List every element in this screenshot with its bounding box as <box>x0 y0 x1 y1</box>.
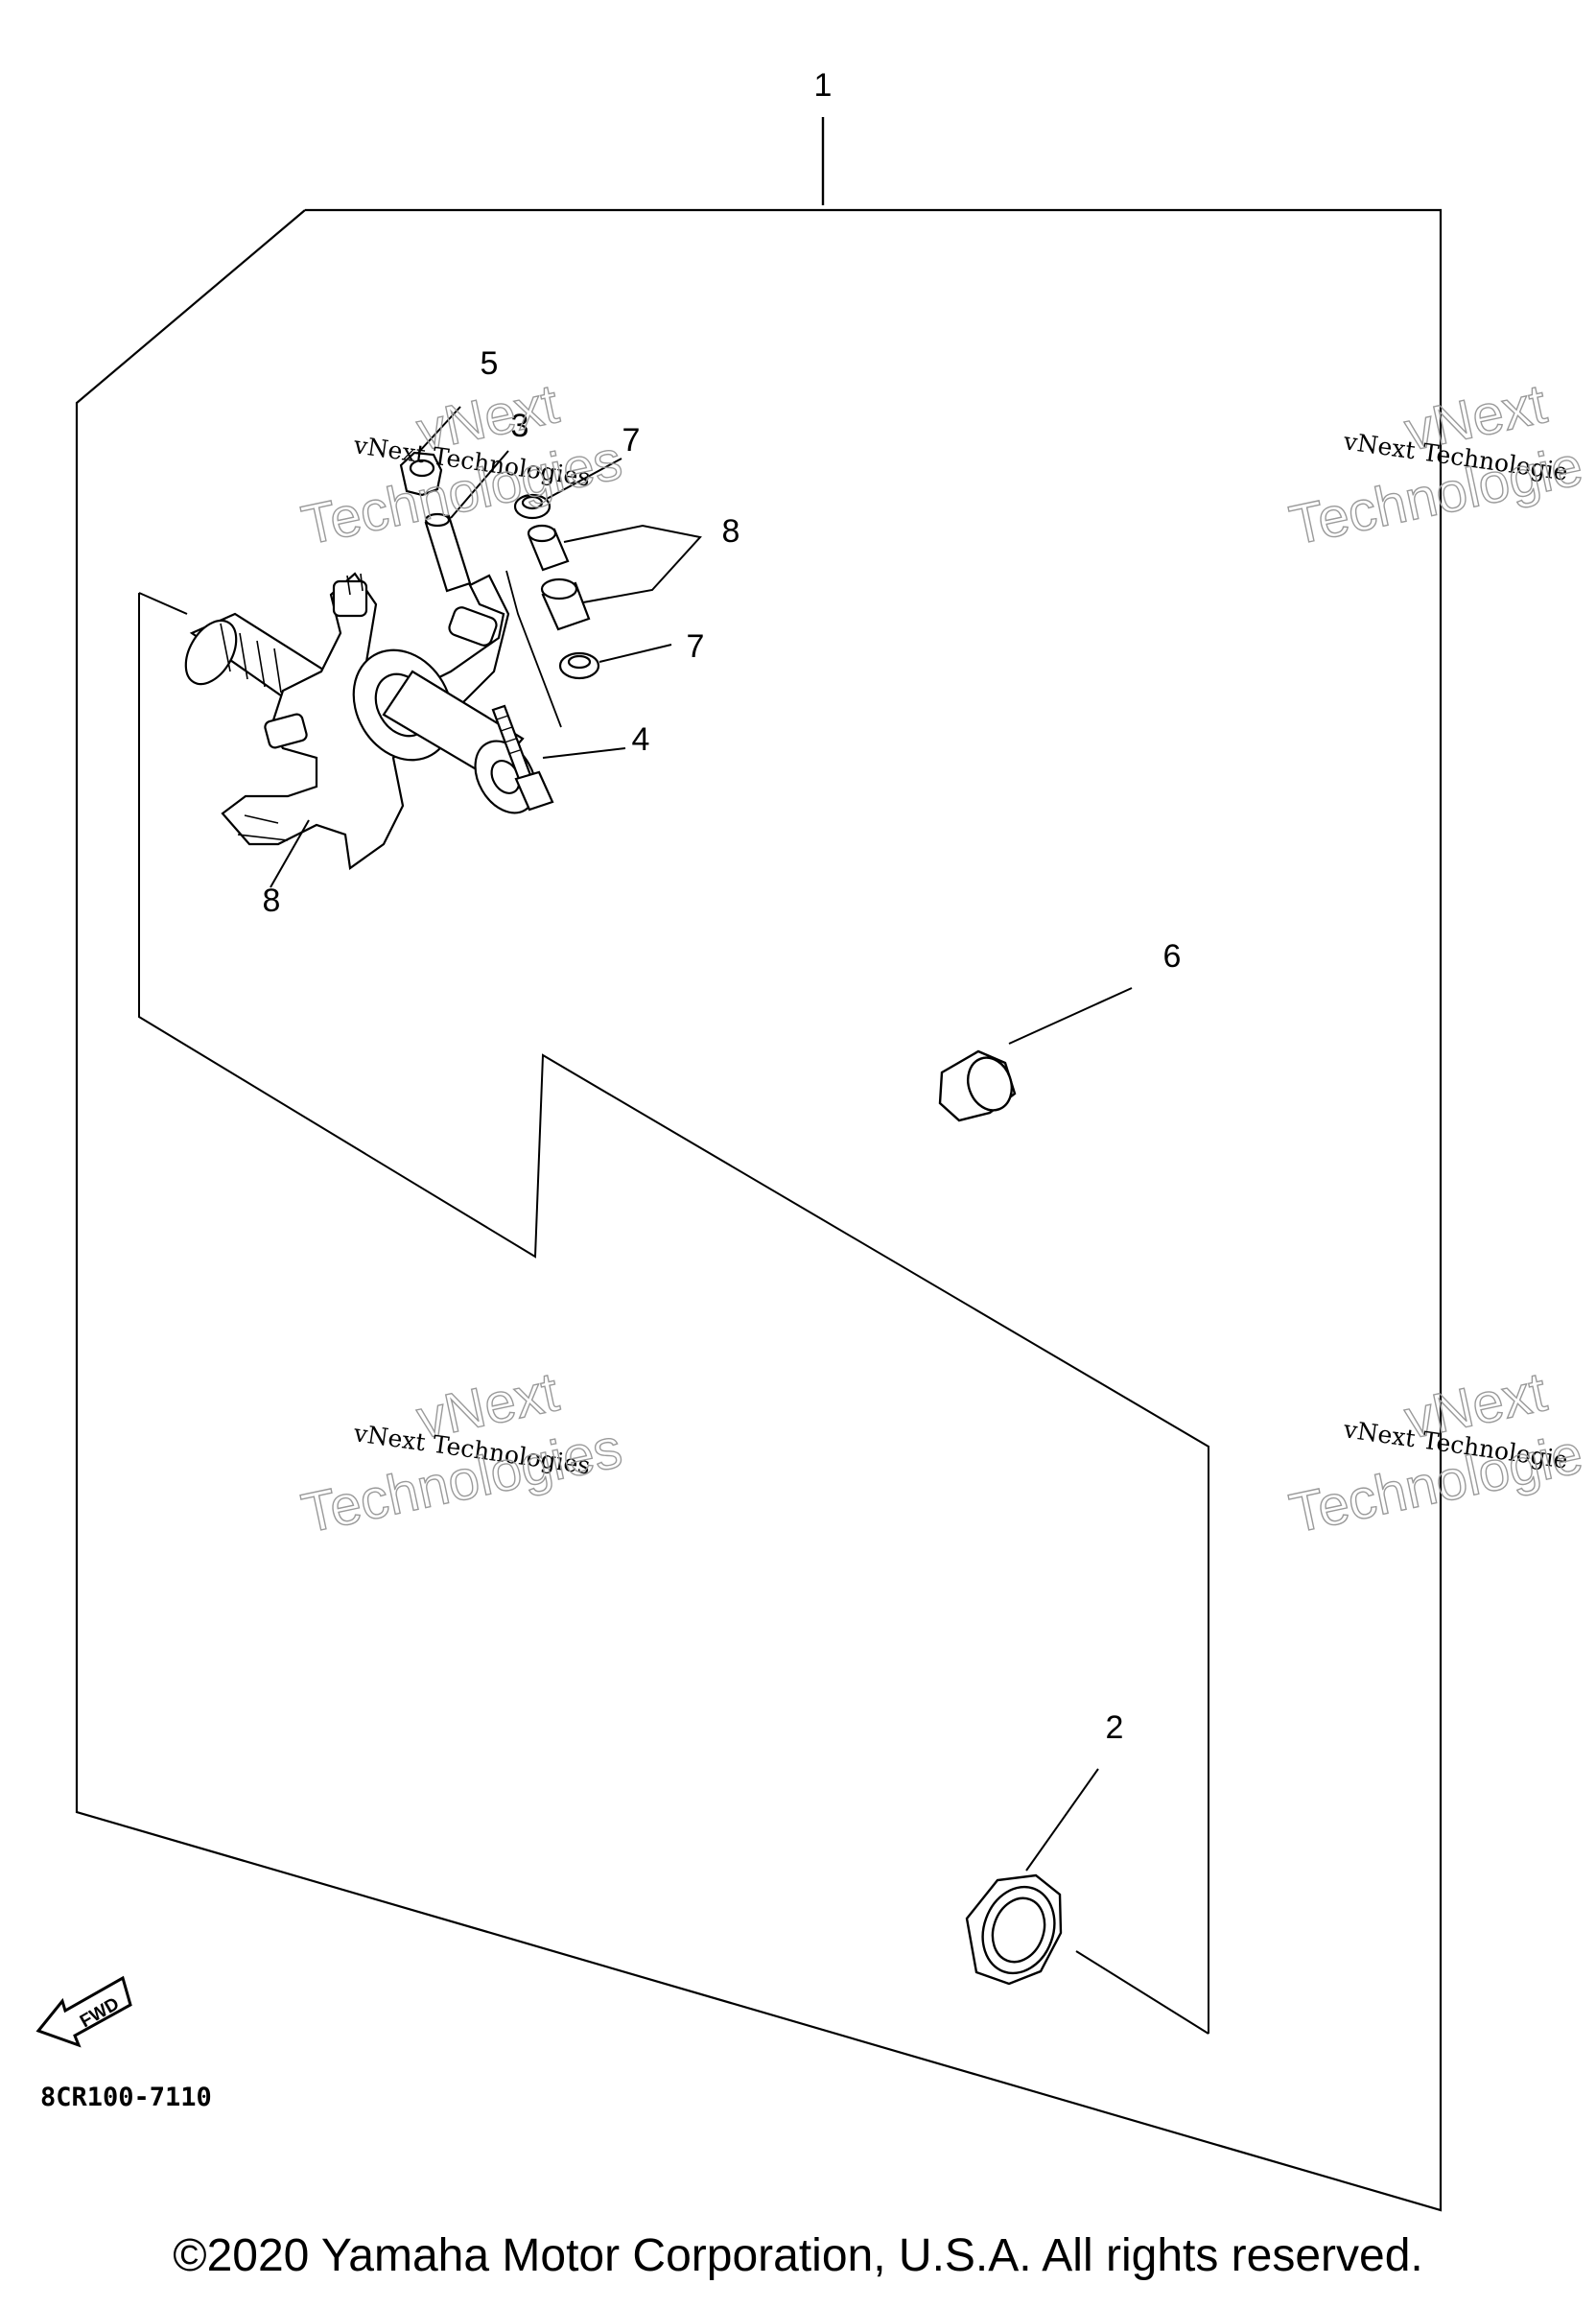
copyright-notice: ©2020 Yamaha Motor Corporation, U.S.A. A… <box>173 2230 1423 2281</box>
inner-outline <box>138 593 1209 2034</box>
leader-7-lower <box>598 644 672 663</box>
part-code: 8CR100-7110 <box>40 2083 212 2112</box>
leader-8-upper <box>563 524 702 603</box>
callout-4: 4 <box>632 721 650 758</box>
leader-4 <box>542 747 626 759</box>
bushing-part-8-large <box>540 577 591 631</box>
nut-part-5 <box>399 451 443 497</box>
leader-2 <box>1025 1768 1099 1872</box>
bolt-part-4 <box>491 704 554 812</box>
leader-7-upper <box>546 458 622 500</box>
watermark-bottom-left: vNext vNext Technologies Technologies <box>295 1360 627 1546</box>
washer-part-7-upper <box>513 493 552 520</box>
watermark-top-right: vNext vNext Technologie Technologie <box>1283 372 1588 558</box>
washer-part-7-lower <box>558 651 600 680</box>
leader-2-lower <box>1075 1950 1209 2035</box>
callout-5: 5 <box>481 345 499 382</box>
center-shaft-assembly <box>184 572 537 870</box>
callout-2: 2 <box>1106 1709 1124 1746</box>
callout-1: 1 <box>814 67 833 104</box>
pin-part-3 <box>424 512 472 593</box>
fwd-arrow-icon: FWD <box>35 1975 132 2048</box>
leader-5 <box>417 406 461 454</box>
assembly-bracket <box>505 570 562 728</box>
callout-8-lower: 8 <box>263 883 281 919</box>
leader-6 <box>1008 987 1133 1045</box>
callout-7-lower: 7 <box>687 628 705 665</box>
kit-outline <box>75 208 1443 2212</box>
callout-3: 3 <box>511 408 529 444</box>
callout-7-upper: 7 <box>622 422 641 459</box>
roller-part-2 <box>965 1873 1063 1986</box>
leader-8-lower <box>270 819 310 888</box>
watermark-bottom-right: vNext vNext Technologie Technologie <box>1283 1360 1588 1546</box>
inner-outline-top <box>138 592 188 615</box>
watermark-top-left: vNext vNext Technologies Technologies <box>295 372 627 558</box>
leader-3 <box>450 450 509 519</box>
callout-8-upper: 8 <box>722 513 740 550</box>
bushing-part-8-small <box>527 524 570 572</box>
callout-6: 6 <box>1163 938 1182 975</box>
roller-part-6 <box>938 1049 1017 1122</box>
